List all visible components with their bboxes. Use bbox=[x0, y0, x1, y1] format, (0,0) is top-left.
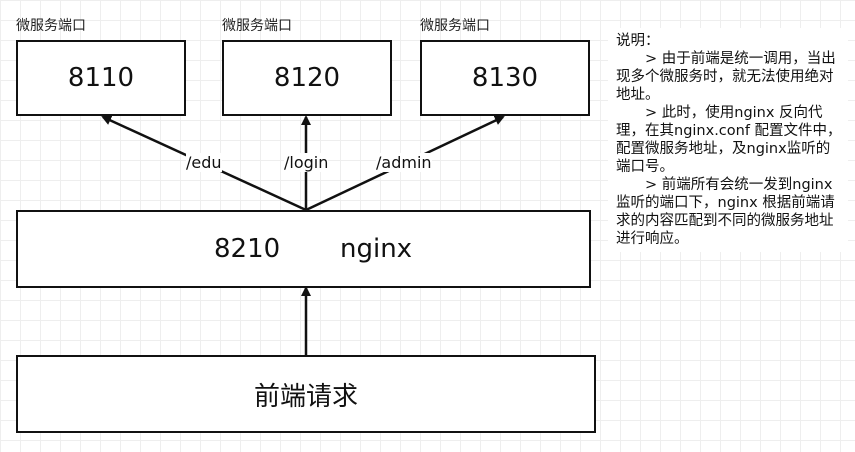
service-box-8110: 8110 bbox=[16, 40, 186, 116]
note-paragraph-2: > 此时，使用nginx 反向代理，在其nginx.conf 配置文件中，配置微… bbox=[616, 105, 842, 175]
service-port-8110: 8110 bbox=[67, 63, 135, 93]
nginx-box: 8210 nginx bbox=[16, 210, 591, 288]
service-port-8130: 8130 bbox=[471, 63, 539, 93]
nginx-name: nginx bbox=[340, 234, 413, 264]
note-paragraph-1: > 由于前端是统一调用，当出现多个微服务时，就无法使用绝对地址。 bbox=[616, 51, 836, 103]
service-port-8120: 8120 bbox=[273, 63, 341, 93]
note-paragraph-3: > 前端所有会统一发到nginx监听的端口下，nginx 根据前端请求的内容匹配… bbox=[616, 177, 835, 247]
service-label-3: 微服务端口 bbox=[420, 18, 490, 34]
route-label-edu: /edu bbox=[186, 153, 222, 172]
frontend-request-label: 前端请求 bbox=[253, 381, 358, 412]
note-title: 说明： bbox=[616, 33, 660, 49]
route-label-admin: /admin bbox=[376, 153, 432, 172]
service-box-8120: 8120 bbox=[222, 40, 392, 116]
frontend-request-box: 前端请求 bbox=[16, 355, 596, 433]
explanation-note: 说明： > 由于前端是统一调用，当出现多个微服务时，就无法使用绝对地址。 > 此… bbox=[608, 28, 848, 252]
service-box-8130: 8130 bbox=[420, 40, 590, 116]
nginx-port: 8210 bbox=[214, 234, 281, 264]
route-label-login: /login bbox=[284, 153, 329, 172]
service-label-2: 微服务端口 bbox=[222, 18, 292, 34]
service-label-1: 微服务端口 bbox=[16, 18, 86, 34]
